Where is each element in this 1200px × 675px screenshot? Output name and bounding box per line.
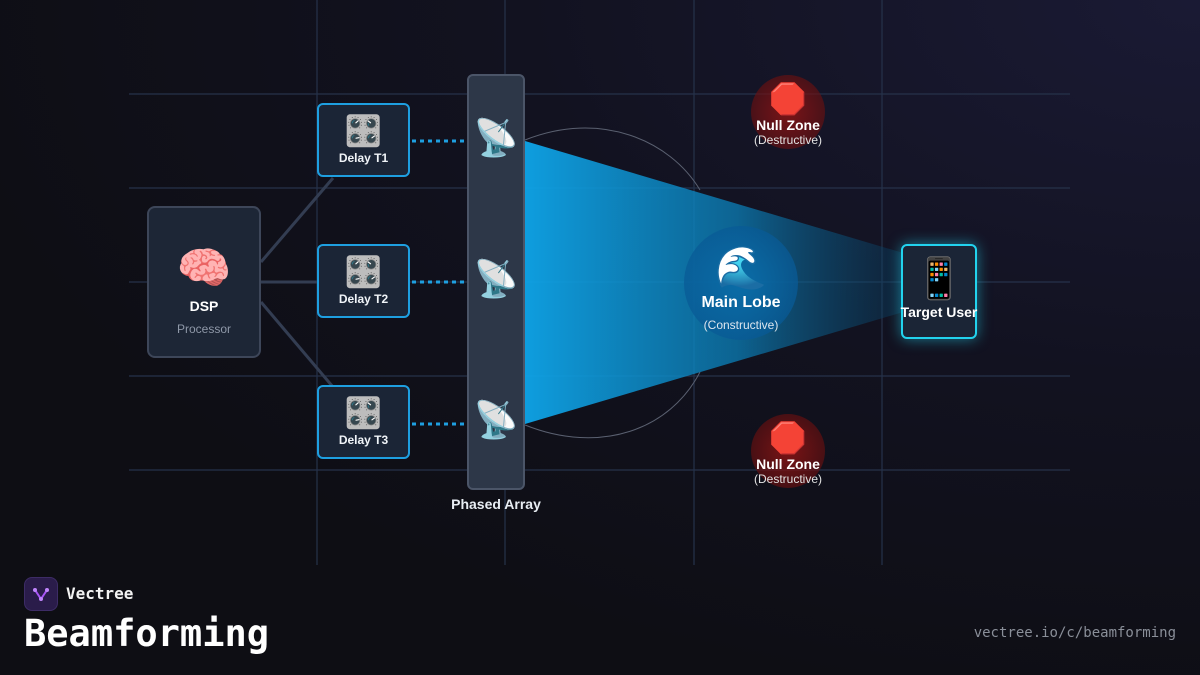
satellite-antenna-icon: 📡 bbox=[473, 118, 519, 159]
vectree-logo-icon bbox=[24, 577, 58, 611]
wave-icon: 🌊 bbox=[714, 243, 768, 292]
main-lobe-subtitle: (Constructive) bbox=[703, 318, 779, 332]
stop-sign-icon: 🛑 bbox=[769, 421, 807, 456]
null-zone-subtitle: (Destructive) bbox=[753, 472, 822, 486]
main-lobe-title: Main Lobe bbox=[701, 294, 781, 311]
phased-array-panel bbox=[467, 74, 525, 490]
delay-t2-label: Delay T2 bbox=[338, 292, 389, 306]
null-zone-top: 🛑 Null Zone (Destructive) bbox=[728, 75, 848, 149]
control-knobs-icon: 🎛️ bbox=[344, 255, 383, 290]
side-lobe-arc-top bbox=[524, 127, 701, 191]
satellite-antenna-icon: 📡 bbox=[473, 259, 519, 300]
delay-t2-block: 🎛️ Delay T2 bbox=[317, 244, 410, 318]
delay-t3-label: Delay T3 bbox=[338, 433, 389, 447]
mobile-phone-icon: 📱 bbox=[914, 256, 964, 302]
control-knobs-icon: 🎛️ bbox=[344, 114, 383, 149]
null-zone-bottom: 🛑 Null Zone (Destructive) bbox=[728, 414, 848, 488]
target-user-block: 📱 Target User bbox=[901, 244, 977, 339]
control-knobs-icon: 🎛️ bbox=[344, 396, 383, 431]
null-zone-title: Null Zone bbox=[756, 117, 820, 133]
target-user-label: Target User bbox=[900, 304, 978, 320]
delay-feed-lines bbox=[412, 139, 467, 426]
vectree-logo-mark bbox=[33, 588, 49, 601]
stop-sign-icon: 🛑 bbox=[769, 82, 807, 117]
page-title: Beamforming bbox=[24, 612, 270, 655]
brand-name: Vectree bbox=[66, 584, 134, 603]
dsp-connectors bbox=[259, 177, 335, 388]
phased-array-label: Phased Array bbox=[451, 496, 541, 512]
null-zone-circle bbox=[751, 414, 825, 488]
delay-t1-block: 🎛️ Delay T1 bbox=[317, 103, 410, 177]
dsp-title: DSP bbox=[189, 298, 219, 314]
delay-t1-label: Delay T1 bbox=[338, 151, 389, 165]
null-zone-title: Null Zone bbox=[756, 456, 820, 472]
null-zone-circle bbox=[751, 75, 825, 149]
satellite-antenna-icon: 📡 bbox=[473, 400, 519, 441]
dsp-processor-block: 🧠 DSP Processor bbox=[147, 206, 261, 358]
page-url[interactable]: vectree.io/c/beamforming bbox=[973, 625, 1176, 641]
side-lobe-arc-bottom bbox=[524, 371, 701, 439]
delay-t3-block: 🎛️ Delay T3 bbox=[317, 385, 410, 459]
brain-icon: 🧠 bbox=[176, 243, 232, 294]
dsp-subtitle: Processor bbox=[176, 322, 232, 336]
main-lobe: 🌊 Main Lobe (Constructive) bbox=[684, 226, 798, 340]
beamforming-diagram: 🧠 DSP Processor 🎛️ Delay T1 🎛️ Delay T2 … bbox=[129, 0, 1070, 565]
null-zone-subtitle: (Destructive) bbox=[753, 133, 822, 147]
